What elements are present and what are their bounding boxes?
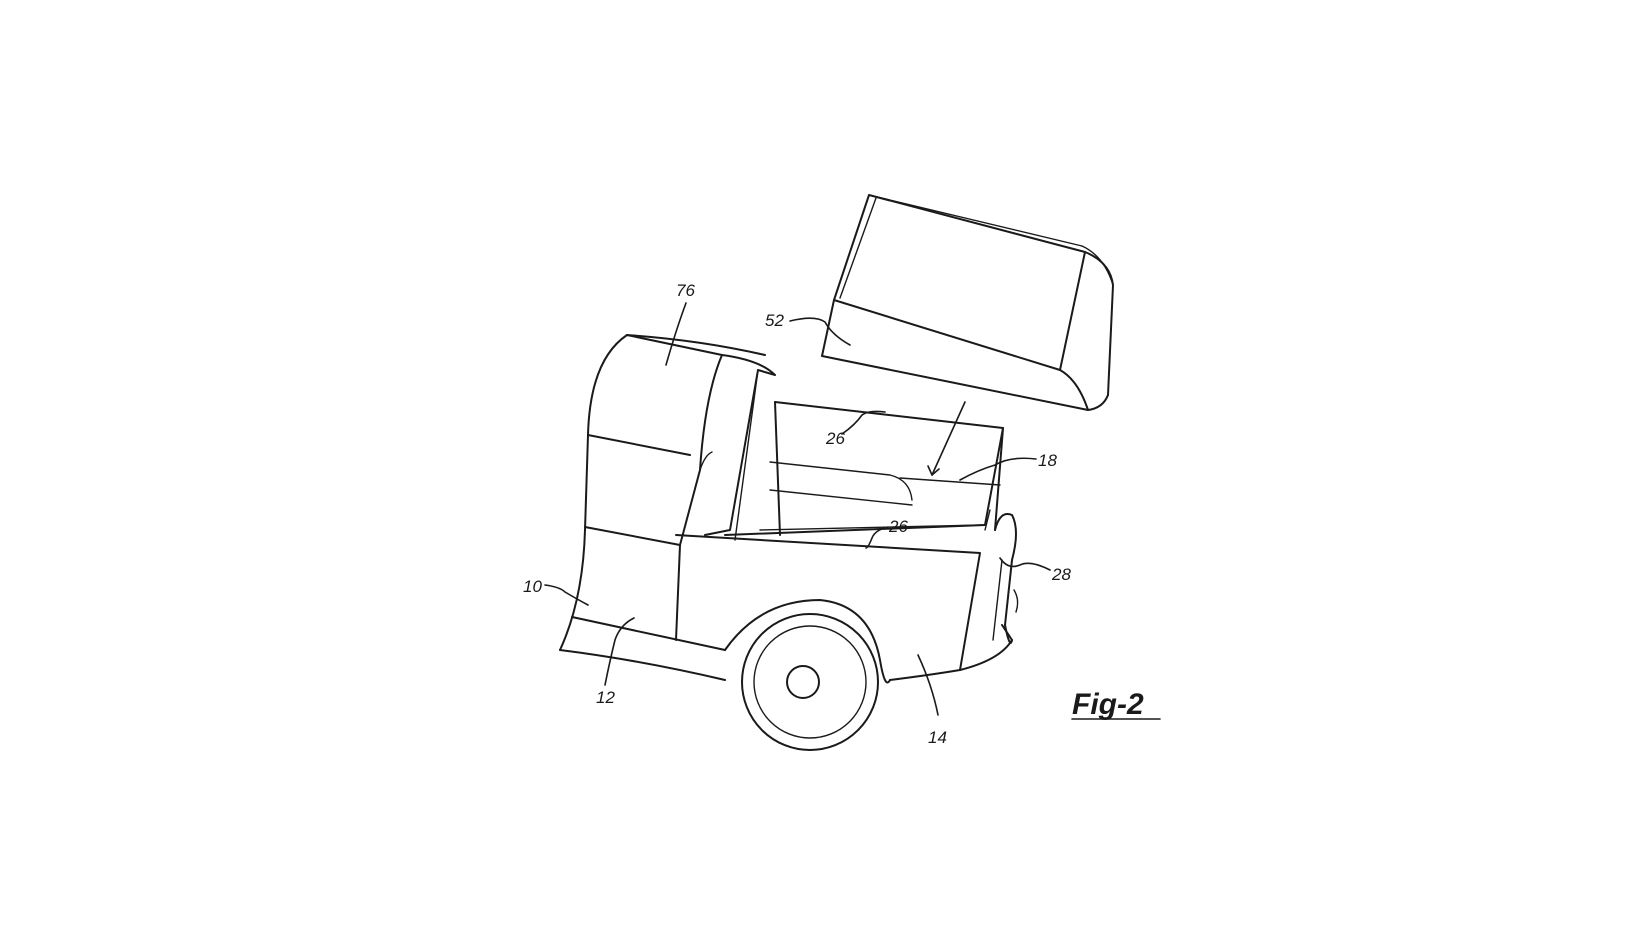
reference-numerals: 76 52 26 18 26 28 10 12 14 (523, 281, 1071, 747)
ref-52: 52 (765, 311, 784, 330)
ref-14: 14 (928, 728, 947, 747)
ref-18: 18 (1038, 451, 1057, 470)
cargo-bed-18 (724, 401, 1004, 536)
ref-76: 76 (676, 281, 695, 300)
figure-label: Fig-2 (1072, 688, 1144, 721)
bed-cover-52 (821, 194, 1114, 411)
ref-12: 12 (596, 688, 615, 707)
tailgate-28 (992, 513, 1019, 644)
ref-26-bottom: 26 (888, 517, 908, 536)
ref-10: 10 (523, 577, 542, 596)
leader-lines (544, 302, 1161, 720)
truck-body-10 (559, 529, 726, 681)
ref-26-top: 26 (825, 429, 845, 448)
bedside-panel-14 (675, 534, 1013, 684)
ref-28: 28 (1051, 565, 1071, 584)
cab-76 (584, 334, 776, 546)
rear-wheel (741, 613, 879, 751)
